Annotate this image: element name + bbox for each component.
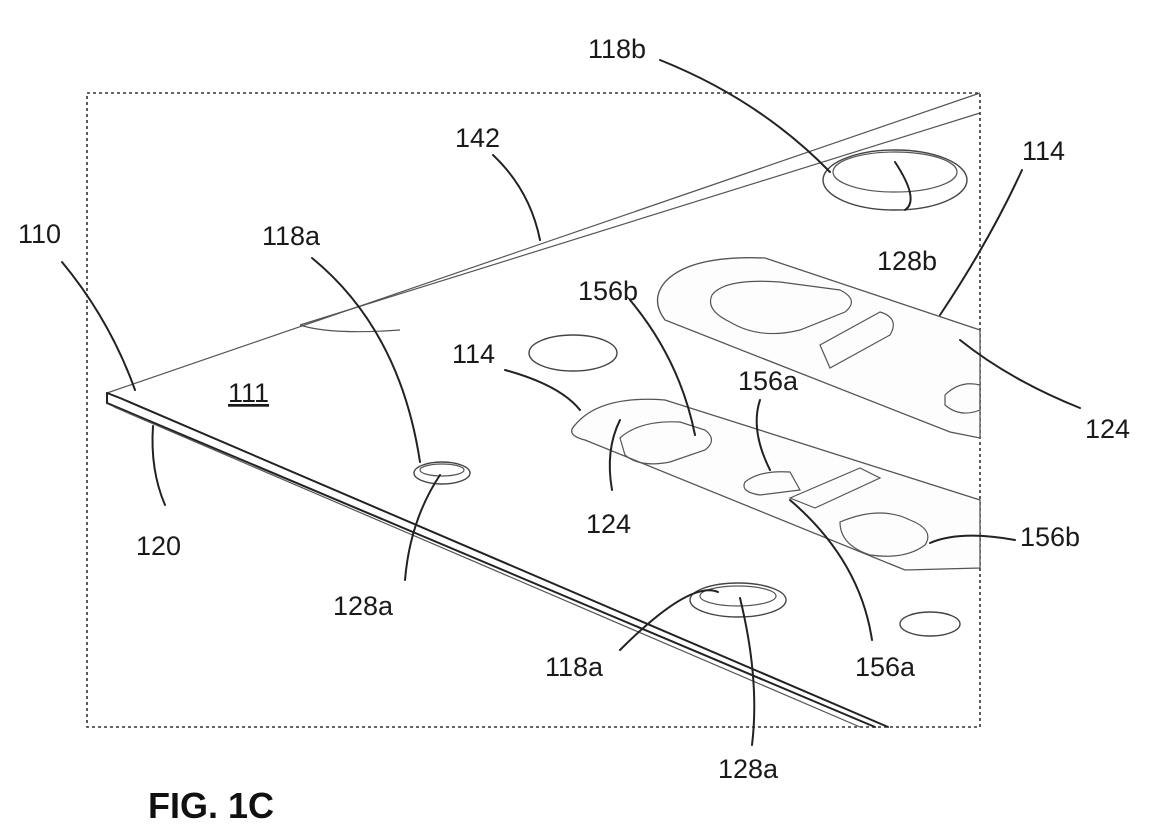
middle-slot xyxy=(572,399,980,570)
hole-118a-bottom xyxy=(690,583,786,617)
label-142: 142 xyxy=(455,123,500,153)
label-128b: 128b xyxy=(877,246,937,276)
label-114-right: 114 xyxy=(1022,136,1065,166)
figure-caption: FIG. 1C xyxy=(148,785,274,826)
label-118b: 118b xyxy=(588,34,646,64)
label-111: 111 xyxy=(228,378,269,408)
label-118a-left: 118a xyxy=(262,221,321,251)
hole-118b xyxy=(823,150,967,210)
label-124-left: 124 xyxy=(586,509,631,539)
upper-slot xyxy=(658,258,981,438)
label-128a-left: 128a xyxy=(333,591,394,621)
label-118a-bottom: 118a xyxy=(545,652,604,682)
label-114-left: 114 xyxy=(452,339,495,369)
plate-drawing xyxy=(107,93,980,727)
hole-upper-small xyxy=(529,335,617,371)
hole-small-bottom-right xyxy=(900,612,960,636)
label-128a-bottom: 128a xyxy=(718,754,779,784)
label-156b-right: 156b xyxy=(1020,522,1080,552)
label-124-right: 124 xyxy=(1085,414,1130,444)
label-156b-mid: 156b xyxy=(578,276,638,306)
label-156a-mid: 156a xyxy=(738,366,799,396)
label-156a-bottom: 156a xyxy=(855,652,916,682)
label-110: 110 xyxy=(18,219,61,249)
label-120: 120 xyxy=(136,531,181,561)
